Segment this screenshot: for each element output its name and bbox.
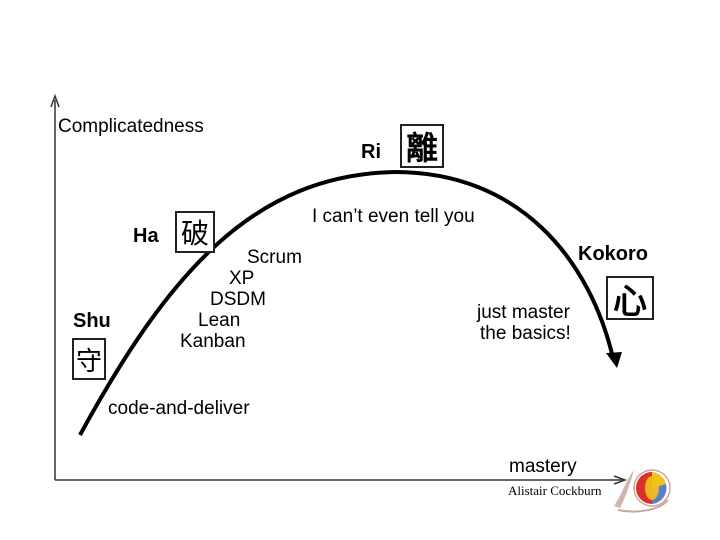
- stage-ri-label: Ri: [361, 141, 381, 163]
- curve-arrowhead: [606, 352, 622, 368]
- shu-annotation: code-and-deliver: [108, 398, 250, 419]
- stage-shu-label: Shu: [73, 310, 111, 332]
- method-dsdm: DSDM: [210, 289, 266, 310]
- shu-kanji-icon: 守: [72, 338, 106, 380]
- y-axis-arrowhead: [50, 93, 60, 108]
- kokoro-annotation-line2: the basics!: [480, 323, 571, 344]
- y-axis-label: Complicatedness: [58, 116, 204, 137]
- mastery-curve: [78, 169, 615, 436]
- kokoro-kanji-icon: 心: [606, 276, 654, 322]
- stage-ha-label: Ha: [133, 225, 159, 247]
- ac-logo-icon: [614, 469, 671, 513]
- method-lean: Lean: [198, 310, 241, 331]
- ha-kanji-icon: 破: [175, 211, 215, 253]
- ri-kanji-icon: 離: [400, 124, 444, 168]
- kokoro-annotation-line1: just master: [477, 302, 570, 323]
- method-kanban: Kanban: [180, 331, 246, 352]
- x-axis-label: mastery: [509, 456, 577, 477]
- ri-annotation: I can’t even tell you: [312, 206, 475, 227]
- x-axis-arrowhead: [613, 475, 628, 485]
- author-credit: Alistair Cockburn: [508, 483, 602, 498]
- method-xp: XP: [229, 268, 255, 289]
- method-scrum: Scrum: [247, 247, 302, 268]
- stage-kokoro-label: Kokoro: [578, 243, 648, 265]
